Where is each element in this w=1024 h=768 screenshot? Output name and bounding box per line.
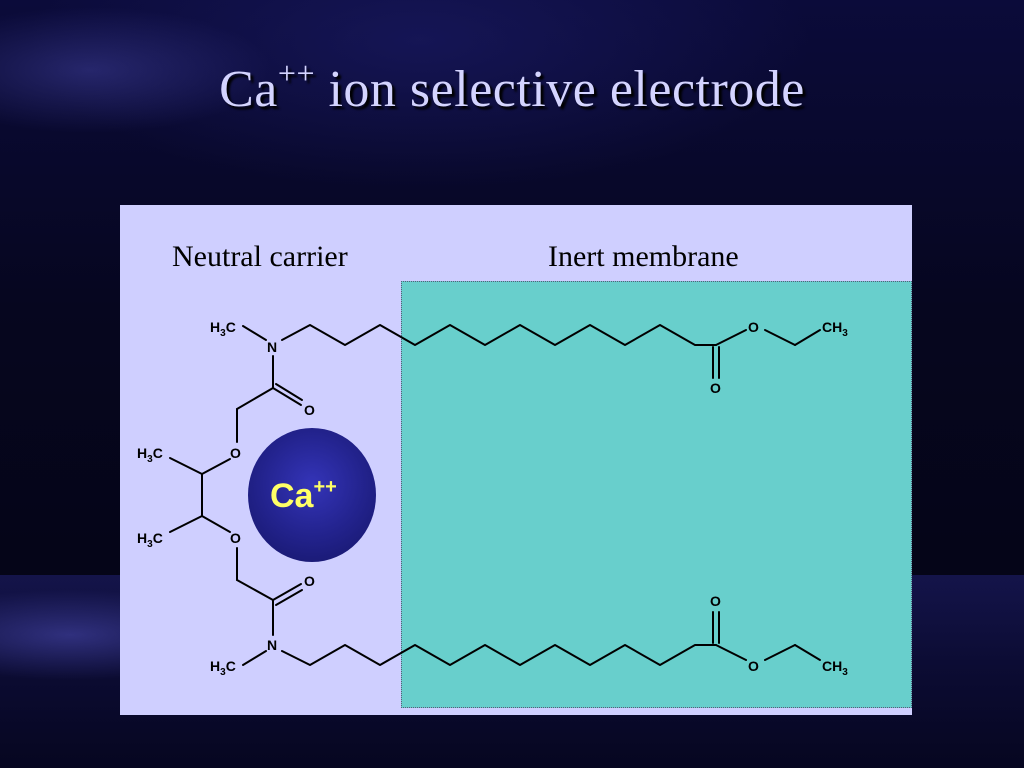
atom-label: O xyxy=(304,573,315,589)
atom-label: O xyxy=(748,319,759,335)
slide-title: Ca++ ion selective electrode xyxy=(219,55,805,118)
bond xyxy=(715,329,747,346)
top-alkyl-chain xyxy=(281,324,717,346)
bond xyxy=(169,515,203,533)
inert-membrane-region xyxy=(401,281,912,708)
atom-label: N xyxy=(267,637,277,653)
bond xyxy=(715,644,747,661)
bond xyxy=(169,457,203,475)
atom-label: O xyxy=(230,445,241,461)
atom-label: H3C xyxy=(210,658,236,678)
atom-label: O xyxy=(230,530,241,546)
inert-membrane-label: Inert membrane xyxy=(548,240,739,273)
atom-label: H3C xyxy=(137,445,163,465)
bond xyxy=(275,383,303,401)
bond xyxy=(764,644,796,661)
bond xyxy=(236,387,274,410)
bond xyxy=(272,583,302,601)
bond xyxy=(242,325,267,341)
calcium-ion-sphere xyxy=(248,428,376,562)
bond xyxy=(201,515,231,533)
bond xyxy=(242,650,267,666)
bond xyxy=(275,589,303,606)
atom-label: H3C xyxy=(210,319,236,339)
atom-label: N xyxy=(267,339,277,355)
atom-label: H3C xyxy=(137,530,163,550)
atom-label: O xyxy=(748,658,759,674)
bond xyxy=(272,387,302,406)
neutral-carrier-label: Neutral carrier xyxy=(172,240,348,273)
bond xyxy=(236,579,274,601)
calcium-ion-label: Ca++ xyxy=(270,476,337,515)
atom-label: O xyxy=(710,593,721,609)
atom-label: CH3 xyxy=(822,319,848,339)
atom-label: O xyxy=(710,380,721,396)
bond xyxy=(201,458,231,475)
bond xyxy=(794,644,821,661)
bottom-alkyl-chain xyxy=(281,644,717,666)
atom-label: O xyxy=(304,402,315,418)
bond xyxy=(794,329,821,346)
bond xyxy=(764,329,796,346)
atom-label: CH3 xyxy=(822,658,848,678)
